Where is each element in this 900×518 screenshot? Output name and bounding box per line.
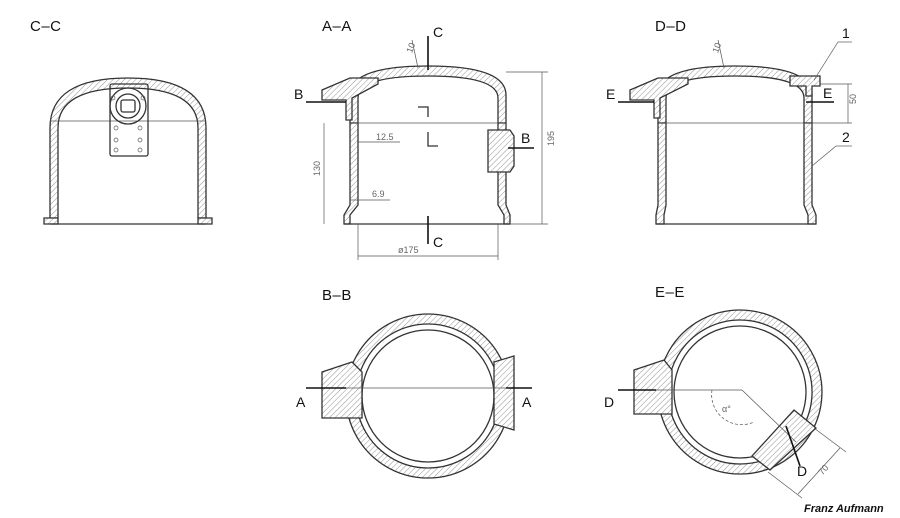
a-a-dim-base: 6.9 (372, 189, 385, 199)
e-e-cut-d-left: D (604, 394, 614, 410)
a-a-dim-lower: 130 (312, 161, 322, 176)
a-a-dim-side: 12.5 (376, 132, 394, 142)
e-e-angle-line (741, 389, 797, 443)
d-d-left-bracket (629, 77, 689, 119)
b-b-outer-ring (345, 313, 511, 479)
view-c-c-title: C–C (30, 18, 62, 35)
ref-1-leader (813, 41, 839, 81)
d-d-dim-top: 10 (710, 41, 723, 54)
c-c-port-ring (115, 93, 141, 119)
d-d-dim-height: 50 (848, 94, 858, 104)
e-e-left-boss (633, 359, 673, 415)
c-c-bolt-holes (110, 95, 146, 153)
view-e-e-title: E–E (655, 284, 685, 301)
e-e-dim-angle: α° (722, 404, 731, 414)
c-c-shell (49, 77, 207, 219)
a-a-mark-lower (427, 132, 438, 147)
view-c-c: C–C (30, 18, 213, 225)
e-e-dim-length: 70 (816, 463, 830, 477)
a-a-cut-b-right: B (521, 130, 530, 146)
view-a-a-title: A–A (322, 18, 352, 35)
d-d-right-bracket (789, 75, 821, 97)
view-a-a: A–A C C B B 10 12.5 130 195 6 (294, 18, 556, 260)
a-a-mark-upper (418, 106, 429, 117)
ref-2-leader (811, 145, 837, 167)
view-b-b-title: B–B (322, 287, 352, 304)
c-c-mount-plate (109, 83, 149, 157)
ref-2: 2 (842, 129, 850, 145)
e-e-cut-d-right: D (797, 463, 807, 479)
e-e-dim-70-ext-b (767, 471, 803, 499)
b-b-inner-circle (361, 329, 495, 463)
a-a-right-port (487, 129, 515, 173)
d-d-dim-top-leader (717, 39, 725, 69)
d-d-cut-e-right: E (823, 85, 832, 101)
b-b-right-boss (493, 355, 515, 431)
view-d-d: D–D E E 10 50 1 2 (606, 18, 858, 225)
e-e-inner-circle (673, 325, 807, 459)
view-d-d-title: D–D (655, 18, 687, 35)
a-a-dim-top-leader (411, 39, 419, 69)
e-e-outer-ring (657, 309, 823, 475)
d-d-left-wall (655, 122, 667, 225)
e-e-dim-70-line (797, 447, 841, 495)
a-a-cut-b-left: B (294, 86, 303, 102)
d-d-right-wall (803, 122, 817, 225)
e-e-dim-70-ext-a (813, 427, 847, 453)
d-d-cut-e-left: E (606, 86, 615, 102)
a-a-dim-diameter: ø175 (398, 245, 419, 255)
d-d-dome-shell (657, 65, 813, 124)
e-e-side-boss (751, 409, 817, 471)
b-b-cut-a-right: A (522, 394, 532, 410)
b-b-left-boss (321, 361, 363, 419)
e-e-angle-arc (711, 389, 755, 426)
view-b-b: B–B A A (296, 287, 532, 479)
author-credit: Franz Aufmann (804, 503, 884, 515)
view-e-e: E–E α° D D 70 (604, 284, 847, 499)
c-c-port-keyhole (120, 99, 136, 113)
c-c-base-flange-right (197, 217, 213, 225)
a-a-dim-total: 195 (546, 131, 556, 146)
c-c-port-disk (109, 87, 147, 125)
ref-1: 1 (842, 25, 850, 41)
c-c-base-flange-left (43, 217, 59, 225)
b-b-cut-a-left: A (296, 394, 306, 410)
a-a-section-c-bottom: C (433, 234, 443, 250)
a-a-left-bracket (321, 77, 379, 121)
e-e-cut-d-right-line (785, 425, 801, 467)
a-a-dim-top: 10 (404, 41, 417, 54)
a-a-section-c-top: C (433, 24, 443, 40)
a-a-left-wall (343, 122, 359, 225)
